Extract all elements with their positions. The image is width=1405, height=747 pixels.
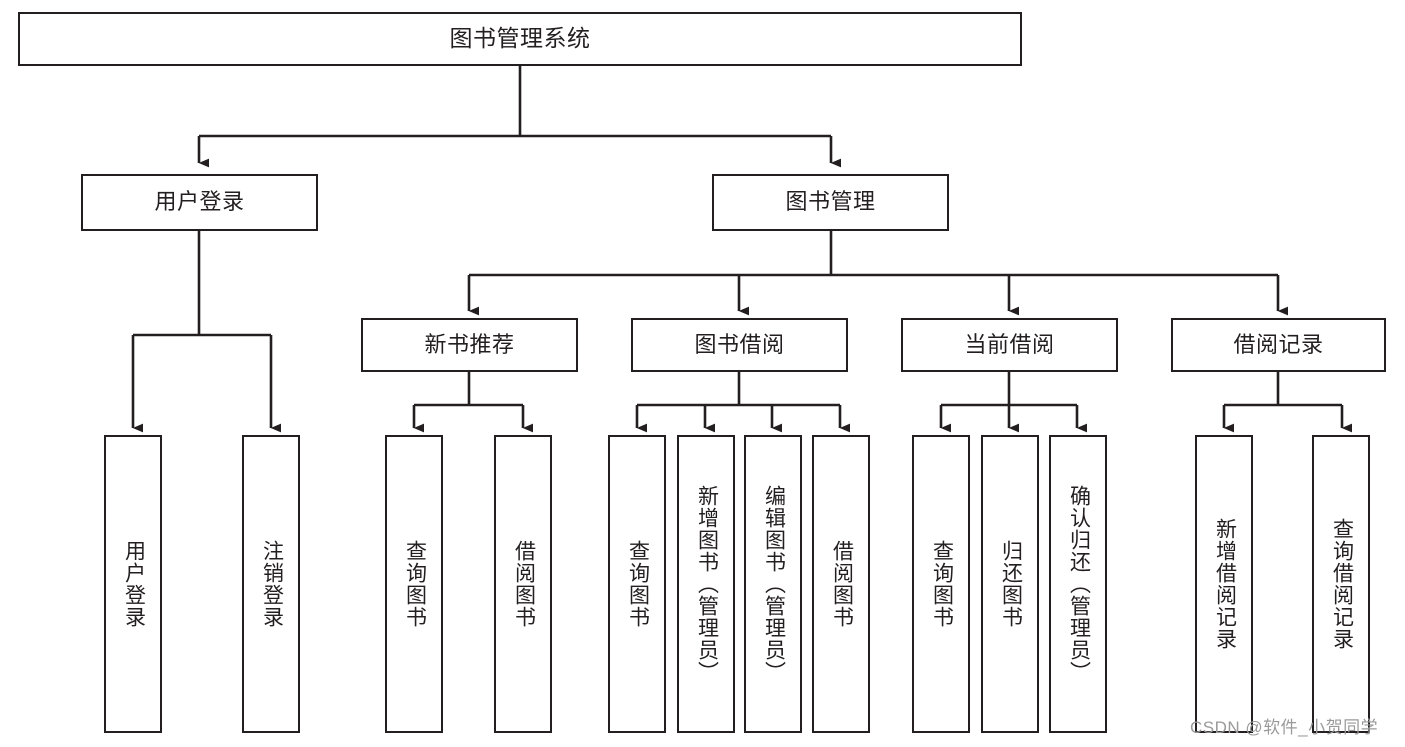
node-label: 图书管理系统 [449, 25, 591, 52]
node-user-login[interactable]: 用户登录 [81, 174, 318, 231]
node-label: 查询借阅记录 [1330, 518, 1354, 650]
leaf-recommend-query-book[interactable]: 查询图书 [385, 435, 443, 733]
leaf-borrow-borrow-book[interactable]: 借阅图书 [812, 435, 870, 733]
node-label: 新增图书（管理员） [695, 485, 719, 683]
leaf-current-query-book[interactable]: 查询图书 [912, 435, 970, 733]
node-label: 图书管理 [785, 189, 876, 215]
node-label: 图书借阅 [694, 331, 785, 357]
node-label: 查询图书 [930, 540, 954, 628]
node-label: 当前借阅 [964, 331, 1055, 357]
node-label: 编辑图书（管理员） [762, 485, 786, 683]
node-current-borrow[interactable]: 当前借阅 [901, 318, 1118, 372]
leaf-borrow-edit-book-admin[interactable]: 编辑图书（管理员） [744, 435, 802, 733]
leaf-recommend-borrow-book[interactable]: 借阅图书 [494, 435, 552, 733]
node-label: 借阅图书 [830, 540, 854, 628]
node-label: 归还图书 [999, 540, 1023, 628]
node-label: 用户登录 [122, 540, 146, 628]
node-label: 借阅记录 [1233, 331, 1324, 357]
node-label: 新增借阅记录 [1213, 518, 1237, 650]
leaf-borrow-add-book-admin[interactable]: 新增图书（管理员） [677, 435, 735, 733]
leaf-borrow-query-book[interactable]: 查询图书 [608, 435, 666, 733]
node-book-management[interactable]: 图书管理 [712, 174, 949, 231]
leaf-logout[interactable]: 注销登录 [242, 435, 300, 733]
leaf-record-query-borrow-record[interactable]: 查询借阅记录 [1312, 435, 1370, 733]
node-label: 确认归还（管理员） [1067, 485, 1091, 683]
node-borrow-record[interactable]: 借阅记录 [1171, 318, 1386, 372]
node-root-system[interactable]: 图书管理系统 [18, 12, 1022, 66]
leaf-current-return-book[interactable]: 归还图书 [981, 435, 1039, 733]
node-label: 注销登录 [260, 540, 284, 628]
leaf-current-confirm-return-admin[interactable]: 确认归还（管理员） [1049, 435, 1107, 733]
node-label: 借阅图书 [512, 540, 536, 628]
node-new-book-recommend[interactable]: 新书推荐 [361, 318, 578, 372]
node-label: 查询图书 [403, 540, 427, 628]
node-book-borrow[interactable]: 图书借阅 [631, 318, 848, 372]
node-label: 用户登录 [154, 189, 245, 215]
leaf-record-add-borrow-record[interactable]: 新增借阅记录 [1195, 435, 1253, 733]
node-label: 查询图书 [626, 540, 650, 628]
leaf-user-login[interactable]: 用户登录 [104, 435, 162, 733]
node-label: 新书推荐 [424, 331, 515, 357]
